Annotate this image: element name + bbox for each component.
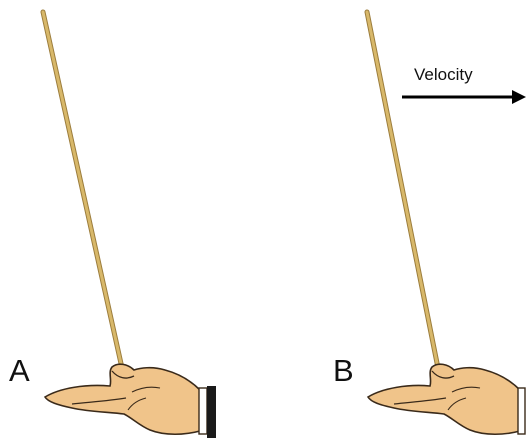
jacket-sleeve [207, 386, 216, 438]
hand-icon [368, 364, 525, 434]
panel-b: B Velocity [333, 12, 526, 434]
panel-label-a: A [9, 353, 30, 388]
hand-icon [45, 364, 216, 438]
velocity-arrow: Velocity [402, 65, 526, 104]
panel-label-b: B [333, 353, 354, 388]
velocity-label: Velocity [414, 65, 473, 84]
panel-a: A [9, 12, 216, 438]
arrow-right-icon [402, 90, 526, 104]
shirt-cuff [199, 388, 207, 434]
stick-icon [43, 12, 122, 368]
shirt-cuff [518, 388, 525, 434]
